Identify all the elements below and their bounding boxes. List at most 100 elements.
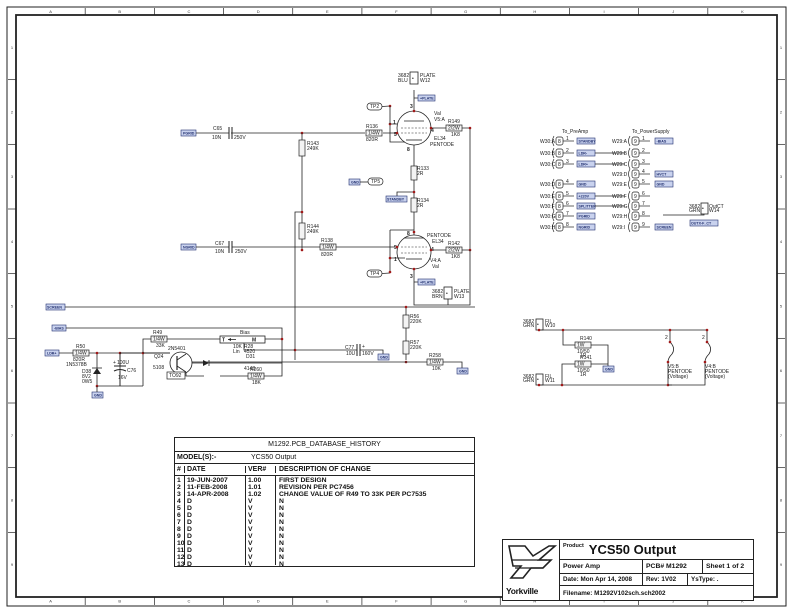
grid-row-label: 4 xyxy=(780,239,783,244)
pin-number: 1 xyxy=(642,136,645,142)
net-port[interactable]: LDR+ xyxy=(576,160,596,168)
port-pgrid[interactable]: PGRID xyxy=(180,129,197,137)
port-gnd-tp5[interactable]: GND xyxy=(348,178,361,186)
svg-text:V5:B: V5:B xyxy=(668,364,680,370)
history-cell: V xyxy=(248,505,253,512)
pin-count: 8 xyxy=(558,151,561,157)
net-port[interactable]: HVCT xyxy=(654,170,674,178)
port-gnd-r258[interactable]: GND xyxy=(456,367,469,375)
test-point-tp4[interactable]: TP4 xyxy=(366,269,392,278)
port-screen[interactable]: SCREEN xyxy=(45,303,66,311)
grid-row-label: 6 xyxy=(11,368,14,373)
port-standby[interactable]: STANDBY xyxy=(385,195,408,203)
grid-column-label: A xyxy=(49,9,52,14)
svg-text:4148: 4148 xyxy=(244,366,255,372)
port-outx[interactable]: OUTX-F_CT xyxy=(689,219,719,227)
port-gnd-c77[interactable]: GND xyxy=(377,353,390,361)
svg-text:R141: R141 xyxy=(580,355,592,361)
resistor-r138: 1/4W R138 820R xyxy=(319,238,337,258)
net-port[interactable]: STANDBY xyxy=(576,137,596,145)
connector-ref: W29:D xyxy=(612,172,628,178)
svg-text:8: 8 xyxy=(407,231,410,237)
svg-text:NGRID: NGRID xyxy=(183,246,195,250)
pcb-number: PCB# M1292 xyxy=(643,560,703,574)
port-ldr-plus[interactable]: LDR+ xyxy=(44,349,60,357)
net-port[interactable]: GND xyxy=(654,180,674,188)
svg-text:10N: 10N xyxy=(215,249,225,255)
svg-text:+PLATE: +PLATE xyxy=(420,97,434,101)
pin-number: 8 xyxy=(642,211,645,217)
test-point-tp2[interactable]: TP2 xyxy=(366,102,392,124)
pin-count: 9 xyxy=(634,214,637,220)
port-plate-upper[interactable]: +PLATE xyxy=(417,94,436,102)
net-port[interactable]: -BIAS xyxy=(654,137,674,145)
product-cell: Product YCS50 Output xyxy=(560,540,753,560)
svg-text:T: T xyxy=(222,338,225,344)
net-port[interactable]: PGRID xyxy=(576,212,596,220)
svg-text:250V: 250V xyxy=(234,135,246,141)
net-port[interactable]: LDR- xyxy=(576,149,596,157)
svg-text:1R: 1R xyxy=(580,353,587,359)
capacitor-c76: + 100U C76 16V xyxy=(113,360,136,381)
svg-text:2R: 2R xyxy=(417,203,424,209)
pin-number: 1 xyxy=(566,136,569,142)
port-ngrid[interactable]: NGRID xyxy=(180,243,197,251)
net-port[interactable]: SPLITTER xyxy=(576,202,596,210)
bias-pot-r28[interactable]: T M Bias 10K R28 Lin 4520 xyxy=(219,330,266,355)
svg-text:PGRID: PGRID xyxy=(183,132,195,136)
port-plate-lower[interactable]: +PLATE xyxy=(417,278,436,286)
svg-text:+: + xyxy=(362,344,365,350)
svg-text:TP2: TP2 xyxy=(370,104,379,110)
tube-v4[interactable]: 8 5 1 4 3 PENTODE EL34 V4:A Val xyxy=(394,231,452,280)
model-label: MODEL(S):- xyxy=(177,454,217,461)
net-port[interactable]: GND xyxy=(576,180,596,188)
tube-v5[interactable]: 3 1 5 4 8 Val V5:A EL34 PENTODE xyxy=(393,104,455,153)
svg-text:Bias: Bias xyxy=(240,330,250,336)
svg-text:GRN: GRN xyxy=(523,378,535,384)
svg-text:W13: W13 xyxy=(454,294,465,300)
net-port[interactable]: SCREEN xyxy=(654,223,674,231)
net-port[interactable]: NGRID xyxy=(576,223,596,231)
port-bias[interactable]: -BIAS xyxy=(51,324,67,332)
grid-row-label: 7 xyxy=(11,433,14,438)
grid-row-label: 1 xyxy=(11,45,14,50)
port-gnd-heater[interactable]: GND xyxy=(602,365,615,373)
svg-text:R149: R149 xyxy=(448,119,460,125)
port-gnd-d38[interactable]: GND xyxy=(91,391,104,399)
test-point-tp5[interactable]: TP5 xyxy=(360,177,384,186)
pin-count: 8 xyxy=(558,162,561,168)
history-cell: D xyxy=(187,526,192,533)
grid-row-label: 3 xyxy=(780,174,783,179)
svg-text:GND: GND xyxy=(605,368,613,372)
history-cell: 19-JUN-2007 xyxy=(187,477,228,484)
svg-text:1W: 1W xyxy=(577,362,585,368)
svg-text:C76: C76 xyxy=(127,368,136,374)
grid-column-label: G xyxy=(464,9,467,14)
svg-text:R57: R57 xyxy=(410,340,419,346)
net-port[interactable]: +220V xyxy=(576,192,596,200)
pin-count: 9 xyxy=(634,151,637,157)
svg-text:NGRID: NGRID xyxy=(579,226,591,230)
svg-text:R56: R56 xyxy=(410,314,419,320)
